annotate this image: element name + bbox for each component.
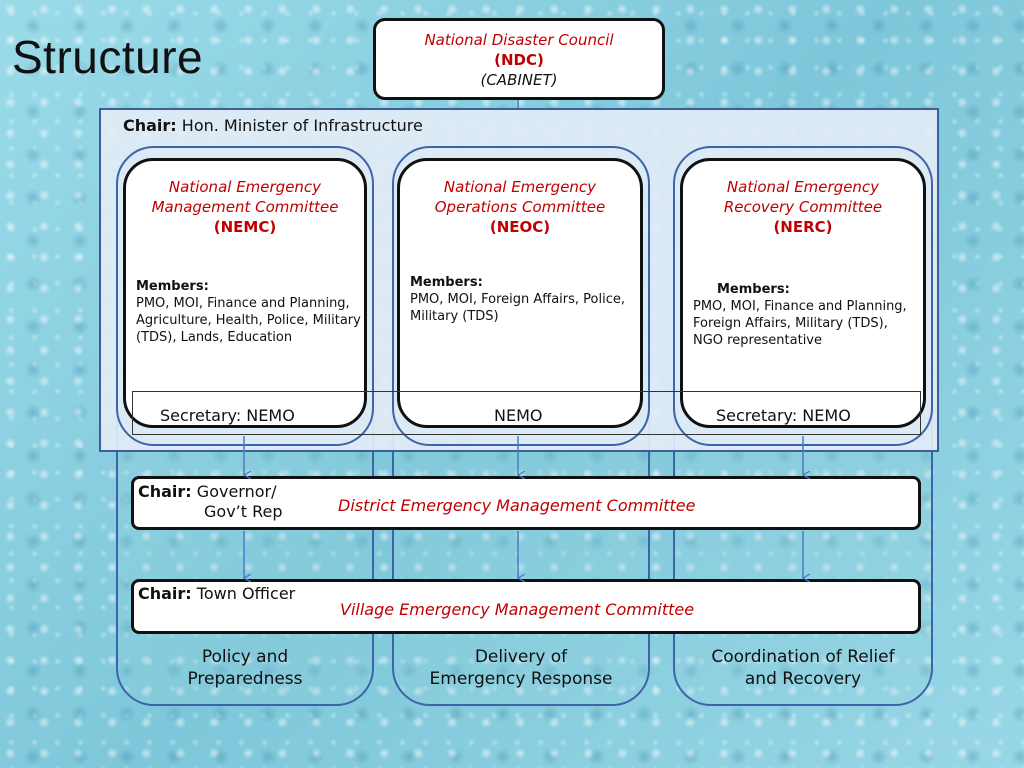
national-chair: Chair: Hon. Minister of Infrastructure — [123, 116, 423, 135]
district-chair-line2: Gov’t Rep — [204, 502, 283, 521]
district-chair-line1: Governor/ — [196, 482, 277, 501]
pillar-column-policy-top — [116, 146, 374, 446]
nerc-secretary: Secretary: NEMO — [716, 406, 851, 425]
neoc-name-line1: National Emergency — [443, 178, 597, 196]
pillar-label-policy-line2: Preparedness — [187, 669, 303, 689]
nemc-name-line2: Management Committee — [151, 198, 339, 216]
village-chair-value: Town Officer — [196, 584, 296, 603]
nerc-abbr: (NERC) — [773, 218, 833, 236]
national-chair-label: Chair: — [123, 116, 177, 135]
nemc-abbr: (NEMC) — [213, 218, 277, 236]
ndc-abbr: (NDC) — [494, 51, 544, 69]
district-chair-label: Chair: — [138, 482, 192, 501]
neoc-members-list: PMO, MOI, Foreign Affairs, Police, Milit… — [410, 292, 626, 324]
district-chair: Chair: Governor/ — [138, 482, 277, 502]
village-committee-box[interactable]: Chair: Town Officer Village Emergency Ma… — [131, 579, 921, 634]
neoc-secretary: NEMO — [494, 406, 543, 425]
page-title: Structure — [12, 31, 204, 83]
district-committee-box[interactable]: Chair: Governor/ Gov’t Rep District Emer… — [131, 476, 921, 530]
village-chair-label: Chair: — [138, 584, 192, 603]
ndc-name: National Disaster Council — [424, 31, 614, 49]
district-committee-name: District Emergency Management Committee — [338, 496, 696, 515]
nerc-members-list: PMO, MOI, Finance and Planning, Foreign … — [693, 299, 907, 348]
neoc-members: Members: PMO, MOI, Foreign Affairs, Poli… — [410, 274, 638, 325]
pillar-label-response-line1: Delivery of — [474, 647, 568, 667]
secretary-bar — [132, 391, 921, 435]
ndc-box[interactable]: National Disaster Council (NDC) (CABINET… — [373, 18, 665, 100]
pillar-label-recovery: Coordination of Relief and Recovery — [673, 646, 933, 690]
village-chair: Chair: Town Officer — [138, 584, 295, 604]
pillar-label-policy: Policy and Preparedness — [116, 646, 374, 690]
national-chair-value: Hon. Minister of Infrastructure — [181, 116, 423, 135]
nerc-members-label: Members: — [717, 282, 790, 297]
nemc-members-list: PMO, MOI, Finance and Planning, Agricult… — [136, 296, 361, 345]
nemc-name-line1: National Emergency — [168, 178, 322, 196]
ndc-cabinet: (CABINET) — [480, 71, 558, 89]
pillar-column-response-top — [392, 146, 650, 446]
pillar-label-recovery-line2: and Recovery — [744, 669, 862, 689]
nemc-members: Members: PMO, MOI, Finance and Planning,… — [136, 278, 364, 346]
neoc-name-line2: Operations Committee — [434, 198, 606, 216]
pillar-label-response-line2: Emergency Response — [429, 669, 613, 689]
nemc-secretary: Secretary: NEMO — [160, 406, 295, 425]
neoc-members-label: Members: — [410, 275, 483, 290]
nemc-box[interactable]: National Emergency Management Committee … — [123, 158, 367, 428]
nerc-box[interactable]: National Emergency Recovery Committee (N… — [680, 158, 926, 428]
nerc-name-line2: Recovery Committee — [723, 198, 883, 216]
nerc-name-line1: National Emergency — [726, 178, 880, 196]
pillar-label-policy-line1: Policy and — [201, 647, 289, 667]
village-committee-name: Village Emergency Management Committee — [340, 600, 695, 619]
nerc-members: Members: PMO, MOI, Finance and Planning,… — [693, 281, 921, 349]
neoc-abbr: (NEOC) — [489, 218, 551, 236]
neoc-box[interactable]: National Emergency Operations Committee … — [397, 158, 643, 428]
pillar-label-recovery-line1: Coordination of Relief — [711, 647, 895, 667]
nemc-members-label: Members: — [136, 279, 209, 294]
pillar-label-response: Delivery of Emergency Response — [392, 646, 650, 690]
